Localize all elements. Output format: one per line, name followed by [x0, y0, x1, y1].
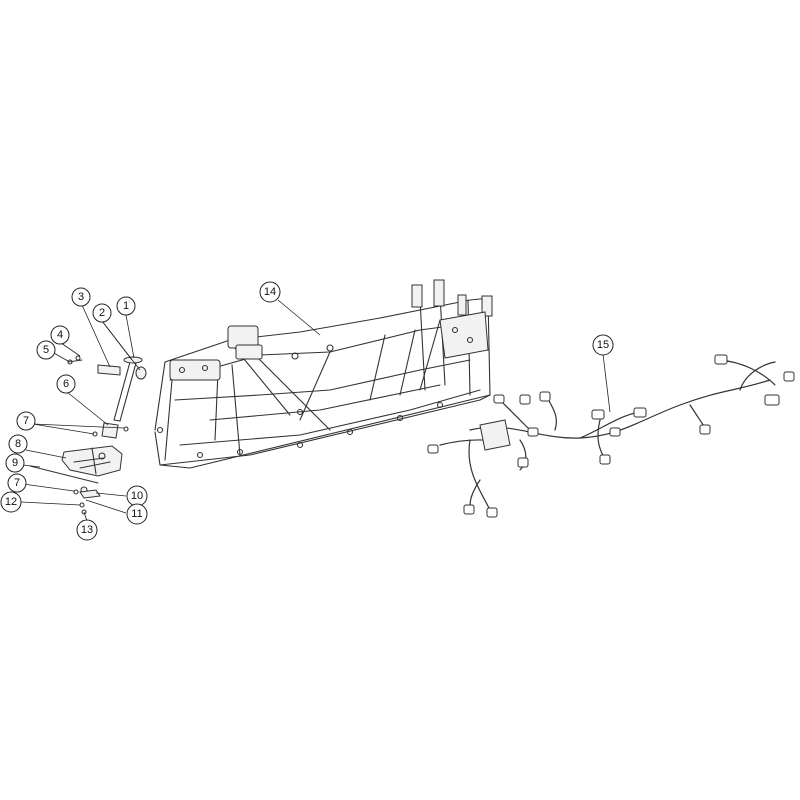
shaft-top-flange	[123, 356, 143, 364]
pin-part	[81, 509, 87, 515]
callout-label: 7	[23, 415, 29, 427]
callout-label: 12	[5, 496, 17, 508]
harness-module	[479, 419, 511, 451]
callout-15: 15	[592, 334, 614, 356]
callout-label: 10	[131, 490, 143, 502]
plate-part	[79, 489, 101, 499]
bolt-part	[123, 426, 129, 432]
callout-3: 3	[71, 287, 91, 307]
callout-6: 6	[56, 374, 76, 394]
callout-8: 8	[8, 434, 28, 454]
callout-1: 1	[116, 296, 136, 316]
clip-part	[75, 355, 81, 361]
callout-label: 9	[12, 457, 18, 469]
washer-part	[73, 489, 79, 495]
callout-10: 10	[126, 485, 148, 507]
callout-9: 9	[5, 453, 25, 473]
callout-12: 12	[0, 491, 22, 513]
bearing	[135, 366, 147, 380]
steering-column-group	[29, 355, 147, 515]
steering-bracket	[61, 445, 123, 477]
wiring-harness	[427, 354, 795, 518]
callout-2: 2	[92, 303, 112, 323]
callout-label: 15	[597, 339, 609, 351]
lower-joint	[101, 422, 119, 439]
callout-label: 14	[264, 286, 276, 298]
callout-label: 11	[131, 508, 142, 520]
callout-label: 2	[99, 307, 105, 319]
steering-shaft	[113, 361, 137, 422]
callout-11: 11	[126, 503, 148, 525]
callout-label: 13	[81, 524, 93, 536]
frame-mount-holes	[156, 326, 474, 459]
frame-assembly	[154, 279, 493, 469]
sleeve	[97, 364, 121, 376]
callout-label: 5	[43, 344, 49, 356]
callout-label: 4	[57, 329, 63, 341]
callout-7-lower: 7	[7, 473, 27, 493]
callout-label: 7	[14, 477, 20, 489]
callout-13: 13	[76, 519, 98, 541]
callout-4: 4	[50, 325, 70, 345]
leader-lines	[20, 299, 611, 522]
callout-label: 6	[63, 378, 69, 390]
callout-label: 3	[78, 291, 84, 303]
callout-label: 8	[15, 438, 21, 450]
callout-5: 5	[36, 340, 56, 360]
callout-label: 1	[123, 300, 129, 312]
tie-rod	[29, 465, 99, 484]
harness-connectors	[427, 354, 795, 518]
washer-part	[79, 502, 85, 508]
callout-14: 14	[259, 281, 281, 303]
callout-7-upper: 7	[16, 411, 36, 431]
